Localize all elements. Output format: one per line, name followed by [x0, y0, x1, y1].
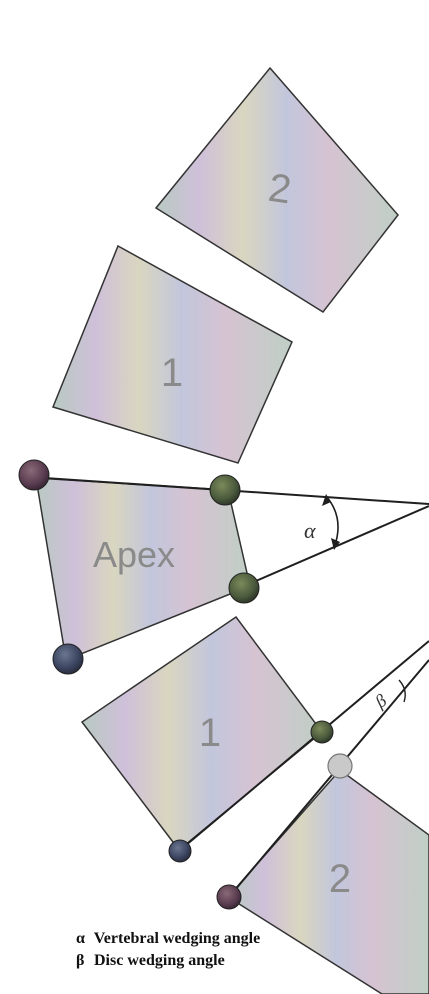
apex-top-left-marker: [18, 459, 50, 491]
apex-bottom-left-marker: [52, 643, 84, 675]
vertebra-apex-label: Apex: [93, 534, 175, 575]
alpha-angle-label: α: [304, 518, 316, 543]
legend-item-beta: β Disc wedging angle: [76, 950, 260, 972]
alpha-arrow-bottom: [331, 538, 340, 550]
vertebra-upper-1: [51, 244, 293, 464]
lower-1-bottom-marker: [168, 839, 192, 863]
legend-alpha-text: Vertebral wedging angle: [93, 930, 261, 947]
legend: α Vertebral wedging angle β Disc wedging…: [76, 928, 260, 972]
apex-bottom-right-marker: [228, 572, 260, 604]
legend-beta-symbol: β: [76, 952, 85, 969]
legend-beta-text: Disc wedging angle: [94, 952, 225, 969]
apex-top-right-marker: [209, 474, 241, 506]
alpha-arrow-top: [322, 494, 331, 506]
legend-item-alpha: α Vertebral wedging angle: [76, 928, 260, 950]
lower-1-right-marker: [310, 720, 334, 744]
legend-alpha-symbol: α: [76, 930, 85, 947]
vertebra-lower-1-label: 1: [199, 711, 221, 755]
lower-2-left-marker: [216, 884, 242, 910]
beta-upper-line: [178, 640, 429, 852]
vertebra-lower-2-label: 2: [329, 857, 351, 901]
beta-lower-line: [228, 659, 429, 898]
beta-arc: [398, 679, 406, 703]
vertebra-upper-2: [154, 66, 399, 313]
vertebra-upper-1-label: 1: [161, 351, 183, 395]
lower-2-top-marker: [327, 753, 353, 779]
